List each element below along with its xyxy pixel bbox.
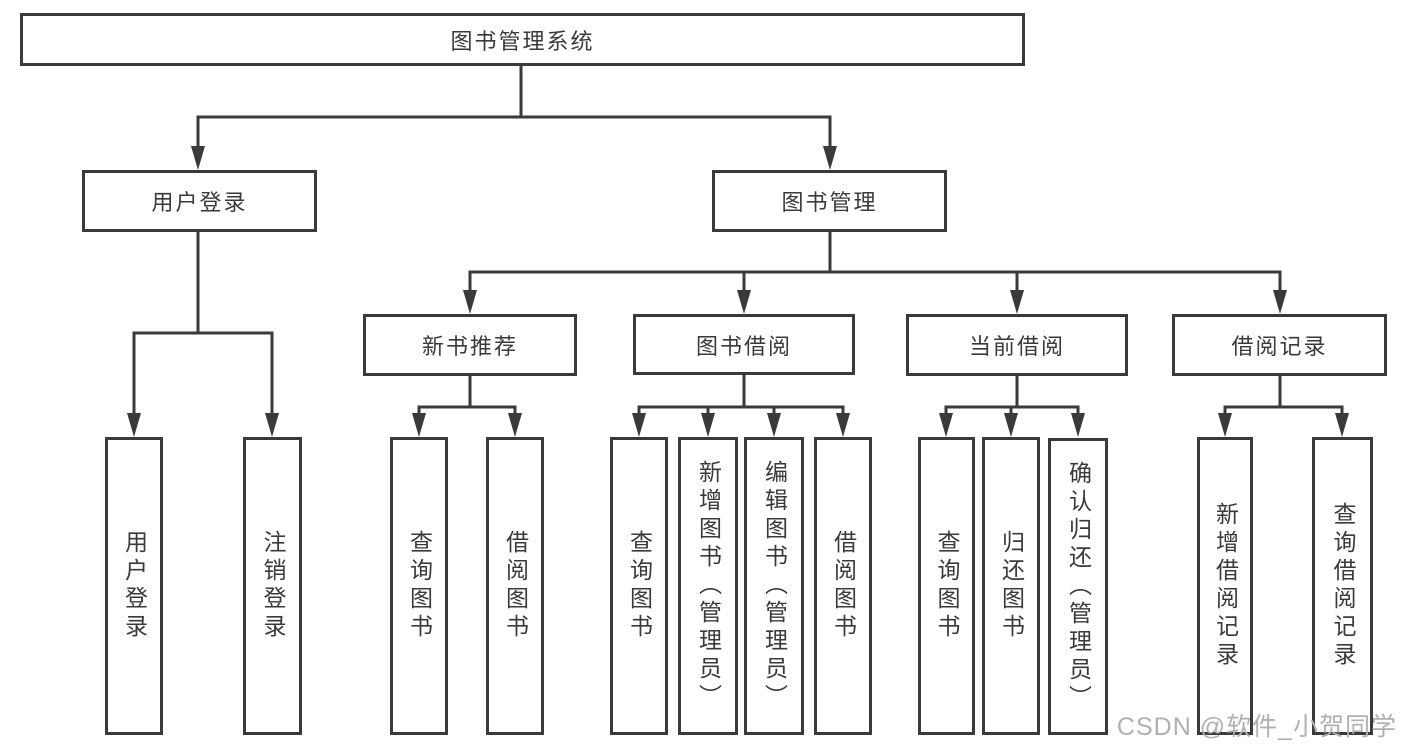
csdn-watermark: CSDN @软件_小贺同学 [1116, 713, 1397, 741]
leaf-newbook-query-books: 查询图书 [390, 437, 448, 735]
leaf-current-query-books: 查询图书 [918, 437, 975, 735]
leaf-newbook-query-books-label: 查询图书 [406, 530, 433, 642]
leaf-add-books-admin-label: 新增图书（管理员） [695, 460, 722, 712]
node-book-borrow-label: 图书借阅 [695, 333, 792, 359]
leaf-logout-label: 注销登录 [260, 530, 286, 642]
node-current-borrow-label: 当前借阅 [968, 334, 1065, 359]
node-borrow-records-label: 借阅记录 [1231, 334, 1328, 359]
leaf-add-borrow-record-label: 新增借阅记录 [1212, 502, 1239, 670]
leaf-user-login-label: 用户登录 [121, 530, 148, 642]
leaf-borrow-books-label: 借阅图书 [830, 530, 857, 642]
leaf-newbook-borrow-books: 借阅图书 [486, 437, 544, 735]
node-book-management: 图书管理 [712, 170, 947, 232]
leaf-user-login: 用户登录 [105, 437, 163, 735]
leaf-edit-books-admin: 编辑图书（管理员） [744, 437, 804, 735]
leaf-edit-books-admin-label: 编辑图书（管理员） [761, 460, 788, 712]
node-library-system-label: 图书管理系统 [450, 28, 595, 54]
leaf-add-borrow-record: 新增借阅记录 [1197, 437, 1253, 735]
leaf-return-books-label: 归还图书 [998, 530, 1025, 642]
node-new-book-recommend: 新书推荐 [363, 314, 577, 376]
leaf-confirm-return-admin: 确认归还（管理员） [1048, 438, 1108, 735]
node-book-management-label: 图书管理 [781, 190, 878, 215]
leaf-confirm-return-admin-label: 确认归还（管理员） [1065, 460, 1092, 713]
leaf-current-query-books-label: 查询图书 [934, 530, 960, 642]
leaf-borrow-query-books-label: 查询图书 [626, 530, 653, 642]
leaf-borrow-query-books: 查询图书 [610, 437, 668, 735]
leaf-borrow-books: 借阅图书 [814, 437, 872, 735]
node-new-book-recommend-label: 新书推荐 [421, 334, 518, 359]
arrowheads [127, 146, 1349, 437]
node-user-login: 用户登录 [82, 170, 317, 232]
leaf-add-books-admin: 新增图书（管理员） [678, 437, 738, 735]
node-current-borrow: 当前借阅 [906, 314, 1128, 376]
leaf-query-borrow-record: 查询借阅记录 [1312, 437, 1373, 735]
leaf-newbook-borrow-books-label: 借阅图书 [502, 530, 529, 642]
node-book-borrow: 图书借阅 [633, 314, 855, 375]
node-library-system: 图书管理系统 [20, 13, 1025, 66]
leaf-return-books: 归还图书 [982, 437, 1040, 735]
node-borrow-records: 借阅记录 [1172, 314, 1387, 376]
node-user-login-label: 用户登录 [151, 190, 248, 215]
leaf-logout: 注销登录 [243, 437, 302, 735]
leaf-query-borrow-record-label: 查询借阅记录 [1330, 502, 1356, 670]
